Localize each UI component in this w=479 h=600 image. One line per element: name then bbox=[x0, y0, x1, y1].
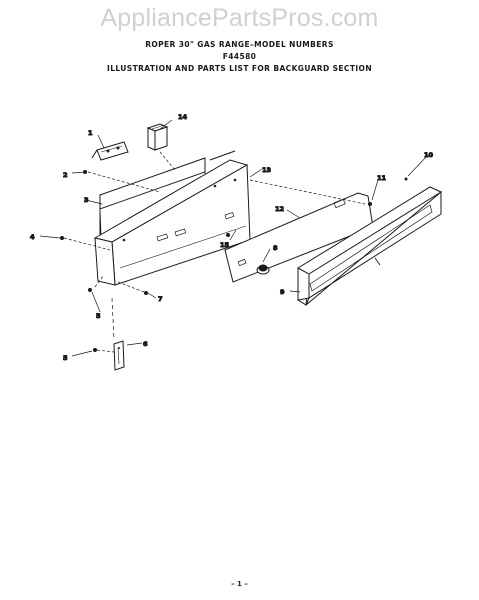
callout-11: 11 bbox=[377, 174, 387, 182]
watermark: AppliancePartsPros.com bbox=[100, 4, 379, 32]
hardware-screws bbox=[60, 170, 408, 352]
callout-2: 2 bbox=[63, 171, 68, 179]
part-9-frame bbox=[297, 186, 443, 306]
callout-15: 15 bbox=[220, 241, 230, 249]
part-8-knob bbox=[256, 264, 270, 275]
page-number: – 1 – bbox=[231, 580, 248, 588]
model-number: F44580 bbox=[222, 52, 257, 61]
part-6-bracket bbox=[113, 340, 125, 371]
callout-8: 8 bbox=[273, 244, 278, 252]
callout-5-lower: 5 bbox=[63, 354, 68, 362]
callout-5-upper: 5 bbox=[96, 312, 101, 320]
callout-1: 1 bbox=[88, 129, 93, 137]
part-14-box bbox=[146, 123, 169, 151]
diagram-subtitle: ILLUSTRATION AND PARTS LIST FOR BACKGUAR… bbox=[107, 64, 372, 73]
diagram-title: ROPER 30" GAS RANGE–MODEL NUMBERS bbox=[145, 40, 334, 49]
part-12-control-panel bbox=[224, 192, 374, 283]
callout-13: 13 bbox=[262, 166, 271, 174]
leader-lines bbox=[39, 119, 429, 357]
part-1-bracket bbox=[91, 141, 129, 161]
callout-12: 12 bbox=[275, 205, 284, 213]
part-13-backguard-body bbox=[93, 159, 251, 286]
callout-10: 10 bbox=[424, 151, 434, 159]
callout-7: 7 bbox=[158, 295, 163, 303]
callout-14: 14 bbox=[178, 113, 188, 121]
callout-6: 6 bbox=[143, 340, 148, 348]
callout-4: 4 bbox=[30, 233, 35, 241]
callout-3: 3 bbox=[84, 196, 89, 204]
callout-9: 9 bbox=[280, 288, 285, 296]
